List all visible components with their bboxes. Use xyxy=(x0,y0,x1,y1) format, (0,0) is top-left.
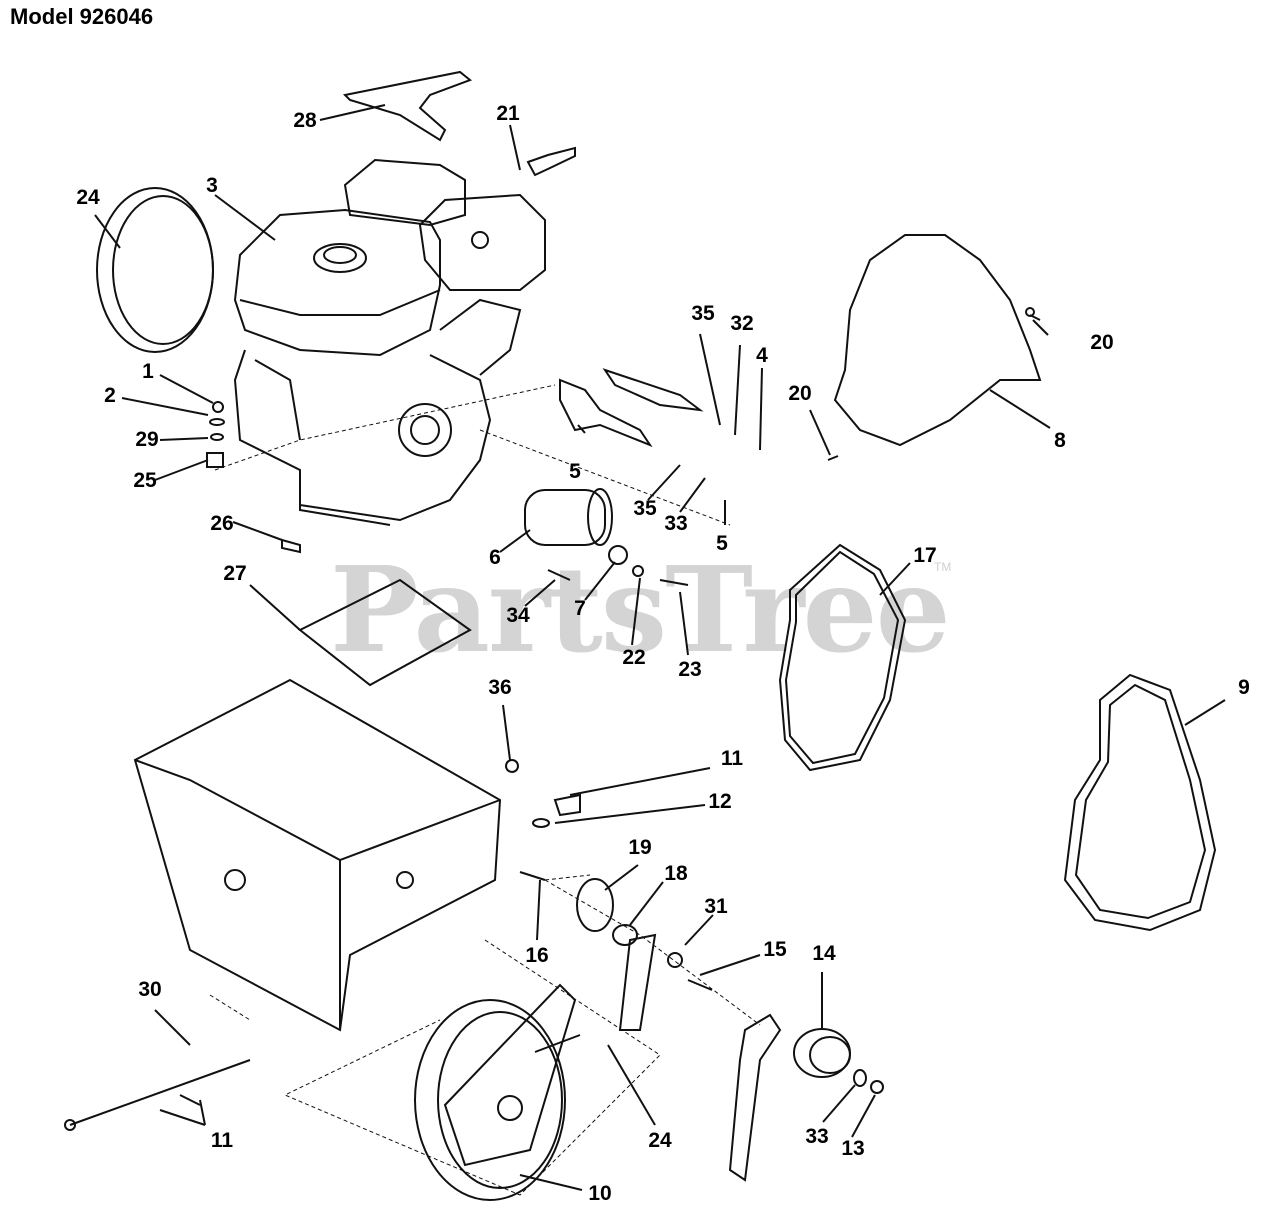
callout-17: 16 xyxy=(525,944,548,967)
callout-12: 12 xyxy=(708,790,731,813)
callout-36: 36 xyxy=(488,676,511,699)
bracket-4 xyxy=(559,378,653,448)
idler-pulley-15 xyxy=(793,1028,884,1094)
engine-drawing xyxy=(233,158,546,526)
callout-33a: 29 xyxy=(135,428,158,451)
callout-20a: 20 xyxy=(1090,331,1113,354)
callout-4: 5 xyxy=(569,460,581,483)
shaft-26 xyxy=(69,1059,251,1126)
callout-22: 22 xyxy=(622,646,645,669)
callout-24a: 32 xyxy=(730,312,753,335)
watermark-trademark: TM xyxy=(934,560,952,574)
callout-18: 18 xyxy=(664,862,688,885)
idler-arm xyxy=(618,933,657,1031)
callout-28: 24 xyxy=(76,186,100,209)
plate-31 xyxy=(298,578,472,687)
callout-6: 6 xyxy=(489,546,501,569)
callout-23: 23 xyxy=(678,658,701,681)
callout-13: 17 xyxy=(913,544,936,567)
callout-33b: 33 xyxy=(805,1125,828,1148)
callout-8: 8 xyxy=(1054,429,1066,452)
callout-5b: 5 xyxy=(716,532,728,555)
auger-pulley-10 xyxy=(414,983,577,1201)
callout-34: 34 xyxy=(506,604,530,627)
ring-guard-28 xyxy=(96,187,214,353)
callout-30: 26 xyxy=(210,512,233,535)
leader-lines xyxy=(94,104,1226,1191)
belt-13 xyxy=(778,543,907,772)
callout-27: 24 xyxy=(648,1129,672,1152)
frame xyxy=(133,678,502,1032)
callout-7: 7 xyxy=(574,597,586,620)
callout-11a: 11 xyxy=(721,747,744,770)
callout-10: 10 xyxy=(588,1182,611,1205)
callout-9: 9 xyxy=(1238,676,1250,699)
callout-35b: 35 xyxy=(633,497,657,520)
callout-16: 15 xyxy=(763,938,787,961)
bracket-arm xyxy=(728,1013,782,1182)
callout-20b: 20 xyxy=(788,382,811,405)
diagram-title: Model 926046 xyxy=(10,4,154,29)
callout-35a: 35 xyxy=(691,302,715,325)
callout-19: 19 xyxy=(628,836,651,859)
callout-24b: 33 xyxy=(664,512,687,535)
spark-plug-21 xyxy=(526,146,576,177)
callout-32: 28 xyxy=(293,109,317,132)
callout-5a: 4 xyxy=(756,344,768,367)
callout-29: 25 xyxy=(133,469,157,492)
watermark: PartsTree xyxy=(330,540,951,679)
callout-numbers: 28 21 3 24 1 2 29 25 26 27 35 32 4 20 20… xyxy=(76,102,1250,1205)
callout-31: 27 xyxy=(223,562,246,585)
callout-3: 3 xyxy=(206,174,218,197)
callout-15: 14 xyxy=(812,942,836,965)
callout-1: 1 xyxy=(142,360,154,383)
callout-25: 31 xyxy=(704,895,728,918)
callout-11b: 11 xyxy=(211,1129,234,1152)
pulley-6 xyxy=(524,488,689,586)
belt-9 xyxy=(1063,673,1217,932)
callout-21: 21 xyxy=(496,102,520,125)
callout-2: 2 xyxy=(104,384,116,407)
callout-26: 30 xyxy=(138,978,161,1001)
bracket-32 xyxy=(342,70,472,142)
callout-14: 13 xyxy=(841,1137,864,1160)
hardware-group xyxy=(206,307,1041,554)
belt-cover-8 xyxy=(833,234,1042,447)
